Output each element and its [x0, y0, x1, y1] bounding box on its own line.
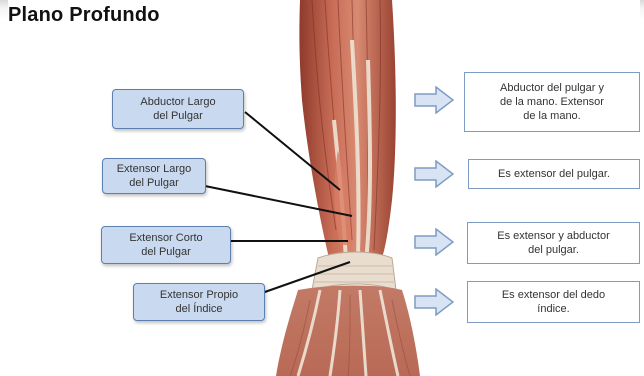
description-box-extensor-corto: Es extensor y abductor del pulgar. — [467, 222, 640, 264]
muscle-label-line2: del Pulgar — [129, 176, 179, 190]
muscle-label-extensor-largo: Extensor Largo del Pulgar — [102, 158, 206, 194]
muscle-label-line1: Extensor Corto — [129, 231, 202, 245]
slide-title: Plano Profundo — [8, 4, 160, 27]
right-arrow-icon — [414, 160, 454, 188]
right-arrow-icon — [414, 86, 454, 114]
muscle-label-line1: Extensor Largo — [117, 162, 192, 176]
description-line: índice. — [537, 302, 569, 316]
muscle-label-line2: del Índice — [175, 302, 222, 316]
muscle-label-line1: Extensor Propio — [160, 288, 238, 302]
description-line: Es extensor y abductor — [497, 229, 610, 243]
right-arrow-icon — [414, 228, 454, 256]
description-box-abductor-largo: Abductor del pulgar y de la mano. Extens… — [464, 72, 640, 132]
description-line: Abductor del pulgar y — [500, 81, 604, 95]
description-box-extensor-propio: Es extensor del dedo índice. — [467, 281, 640, 323]
muscle-label-extensor-corto: Extensor Corto del Pulgar — [101, 226, 231, 264]
muscle-label-line2: del Pulgar — [141, 245, 191, 259]
muscle-label-line1: Abductor Largo — [140, 95, 215, 109]
description-line: de la mano. Extensor — [500, 95, 604, 109]
muscle-label-extensor-propio: Extensor Propio del Índice — [133, 283, 265, 321]
wrist-retinaculum — [312, 252, 396, 290]
description-line: del pulgar. — [528, 243, 579, 257]
description-line: Es extensor del dedo — [502, 288, 605, 302]
muscle-label-abductor-largo: Abductor Largo del Pulgar — [112, 89, 244, 129]
description-line: Es extensor del pulgar. — [498, 167, 610, 181]
description-line: de la mano. — [523, 109, 580, 123]
description-box-extensor-largo: Es extensor del pulgar. — [468, 159, 640, 189]
right-arrow-icon — [414, 288, 454, 316]
muscle-label-line2: del Pulgar — [153, 109, 203, 123]
